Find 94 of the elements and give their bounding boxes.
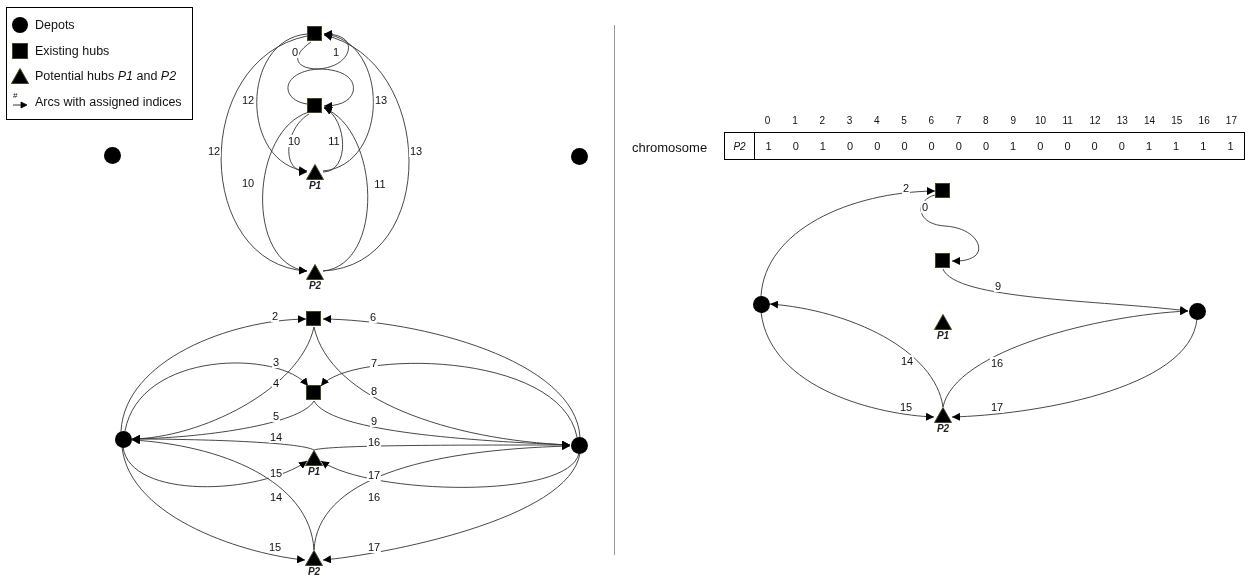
edge-label: 14 xyxy=(268,431,284,443)
edge-label: 4 xyxy=(271,377,281,389)
column-index: 15 xyxy=(1170,115,1184,126)
hub-gene: P2 xyxy=(725,133,755,159)
edge-label: 2 xyxy=(270,310,280,322)
hub-label: P1 xyxy=(936,330,950,341)
depot-circle xyxy=(115,431,132,448)
hub-label: P2 xyxy=(936,423,950,434)
edge-label: 14 xyxy=(899,355,915,367)
index-mark: # xyxy=(13,90,18,100)
edge-label: 10 xyxy=(286,135,302,147)
edge-label: 8 xyxy=(369,385,379,397)
edge-label: 6 xyxy=(368,311,378,323)
column-index: 5 xyxy=(900,115,908,126)
gene-value: 0 xyxy=(1036,140,1045,152)
hub-label: P1 xyxy=(307,466,321,477)
hub-square xyxy=(935,253,950,268)
gene-value: 1 xyxy=(1172,140,1181,152)
column-index: 16 xyxy=(1197,115,1211,126)
depot-circle xyxy=(571,148,588,165)
edge-label: 12 xyxy=(240,94,256,106)
edge-label: 11 xyxy=(327,135,341,147)
column-index: 9 xyxy=(1009,115,1017,126)
column-index: 14 xyxy=(1143,115,1157,126)
hub-label: P2 xyxy=(308,280,322,291)
edge-label: 11 xyxy=(373,178,387,190)
column-index: 8 xyxy=(982,115,990,126)
legend-text: Existing hubs xyxy=(35,43,110,58)
edge-label: 9 xyxy=(369,415,379,427)
edge-label: 17 xyxy=(366,541,382,553)
edge-label: 13 xyxy=(373,94,389,106)
column-index: 10 xyxy=(1033,115,1047,126)
depot-circle xyxy=(1189,303,1206,320)
hub-square xyxy=(307,98,322,113)
edge-label: 3 xyxy=(271,356,281,368)
gene-value: 1 xyxy=(818,140,827,152)
hub-square xyxy=(307,26,322,41)
hub-label: P2 xyxy=(307,566,321,577)
gene-value: 0 xyxy=(846,140,855,152)
edge-label: 16 xyxy=(366,491,382,503)
edge-label: 7 xyxy=(369,357,379,369)
gene-value: 1 xyxy=(1009,140,1018,152)
gene-value: 0 xyxy=(873,140,882,152)
gene-value: 0 xyxy=(1090,140,1099,152)
edge-label: 15 xyxy=(898,401,914,413)
edge-label: 15 xyxy=(268,467,284,479)
hub-square xyxy=(935,183,950,198)
edge-label: 17 xyxy=(989,401,1005,413)
gene-value: 1 xyxy=(1226,140,1235,152)
edge-label: 0 xyxy=(920,201,930,213)
edge-label: 2 xyxy=(901,182,911,194)
gene-value: 0 xyxy=(1117,140,1126,152)
hub-square xyxy=(306,385,321,400)
column-index: 4 xyxy=(873,115,881,126)
edge-label: 9 xyxy=(993,280,1003,292)
gene-value: 1 xyxy=(764,140,773,152)
column-index: 7 xyxy=(954,115,963,126)
column-index: 1 xyxy=(791,115,799,126)
edge-label: 1 xyxy=(331,46,341,58)
column-index: 2 xyxy=(818,115,826,126)
depot-circle xyxy=(753,296,770,313)
gene-value: 0 xyxy=(954,140,963,152)
column-index: 12 xyxy=(1088,115,1102,126)
gene-value: 0 xyxy=(900,140,909,152)
edge-label: 17 xyxy=(366,469,382,481)
column-index: 0 xyxy=(763,115,772,126)
edge-label: 0 xyxy=(290,46,300,58)
edge-label: 16 xyxy=(989,357,1005,369)
edge-label: 12 xyxy=(206,145,222,157)
gene-value: 0 xyxy=(791,140,800,152)
gene-value: 1 xyxy=(1144,140,1154,152)
edge-label: 13 xyxy=(408,145,424,157)
edge-label: 16 xyxy=(366,436,382,448)
legend-text: Arcs with assigned indices xyxy=(35,94,182,109)
edge-label: 15 xyxy=(267,541,283,553)
column-index: 17 xyxy=(1224,115,1238,126)
depot-circle xyxy=(104,147,121,164)
edge-label: 5 xyxy=(271,410,281,422)
edge-label: 14 xyxy=(268,491,284,503)
gene-value: 0 xyxy=(1063,140,1072,152)
depot-circle xyxy=(571,437,588,454)
gene-value: 0 xyxy=(927,140,936,152)
edge-label: 10 xyxy=(240,177,256,189)
row-heading: chromosome xyxy=(632,140,708,155)
hub-square xyxy=(306,311,321,326)
gene-value: 0 xyxy=(981,140,990,152)
legend-text: Depots xyxy=(35,18,75,32)
legend-text: Potential hubs P1 and P2 xyxy=(35,69,177,84)
column-index: 3 xyxy=(845,115,854,126)
column-index: 13 xyxy=(1115,115,1129,126)
hub-label: P1 xyxy=(308,180,322,191)
column-index: 11 xyxy=(1061,115,1074,126)
column-index: 6 xyxy=(927,115,936,126)
gene-value: 1 xyxy=(1199,140,1208,152)
